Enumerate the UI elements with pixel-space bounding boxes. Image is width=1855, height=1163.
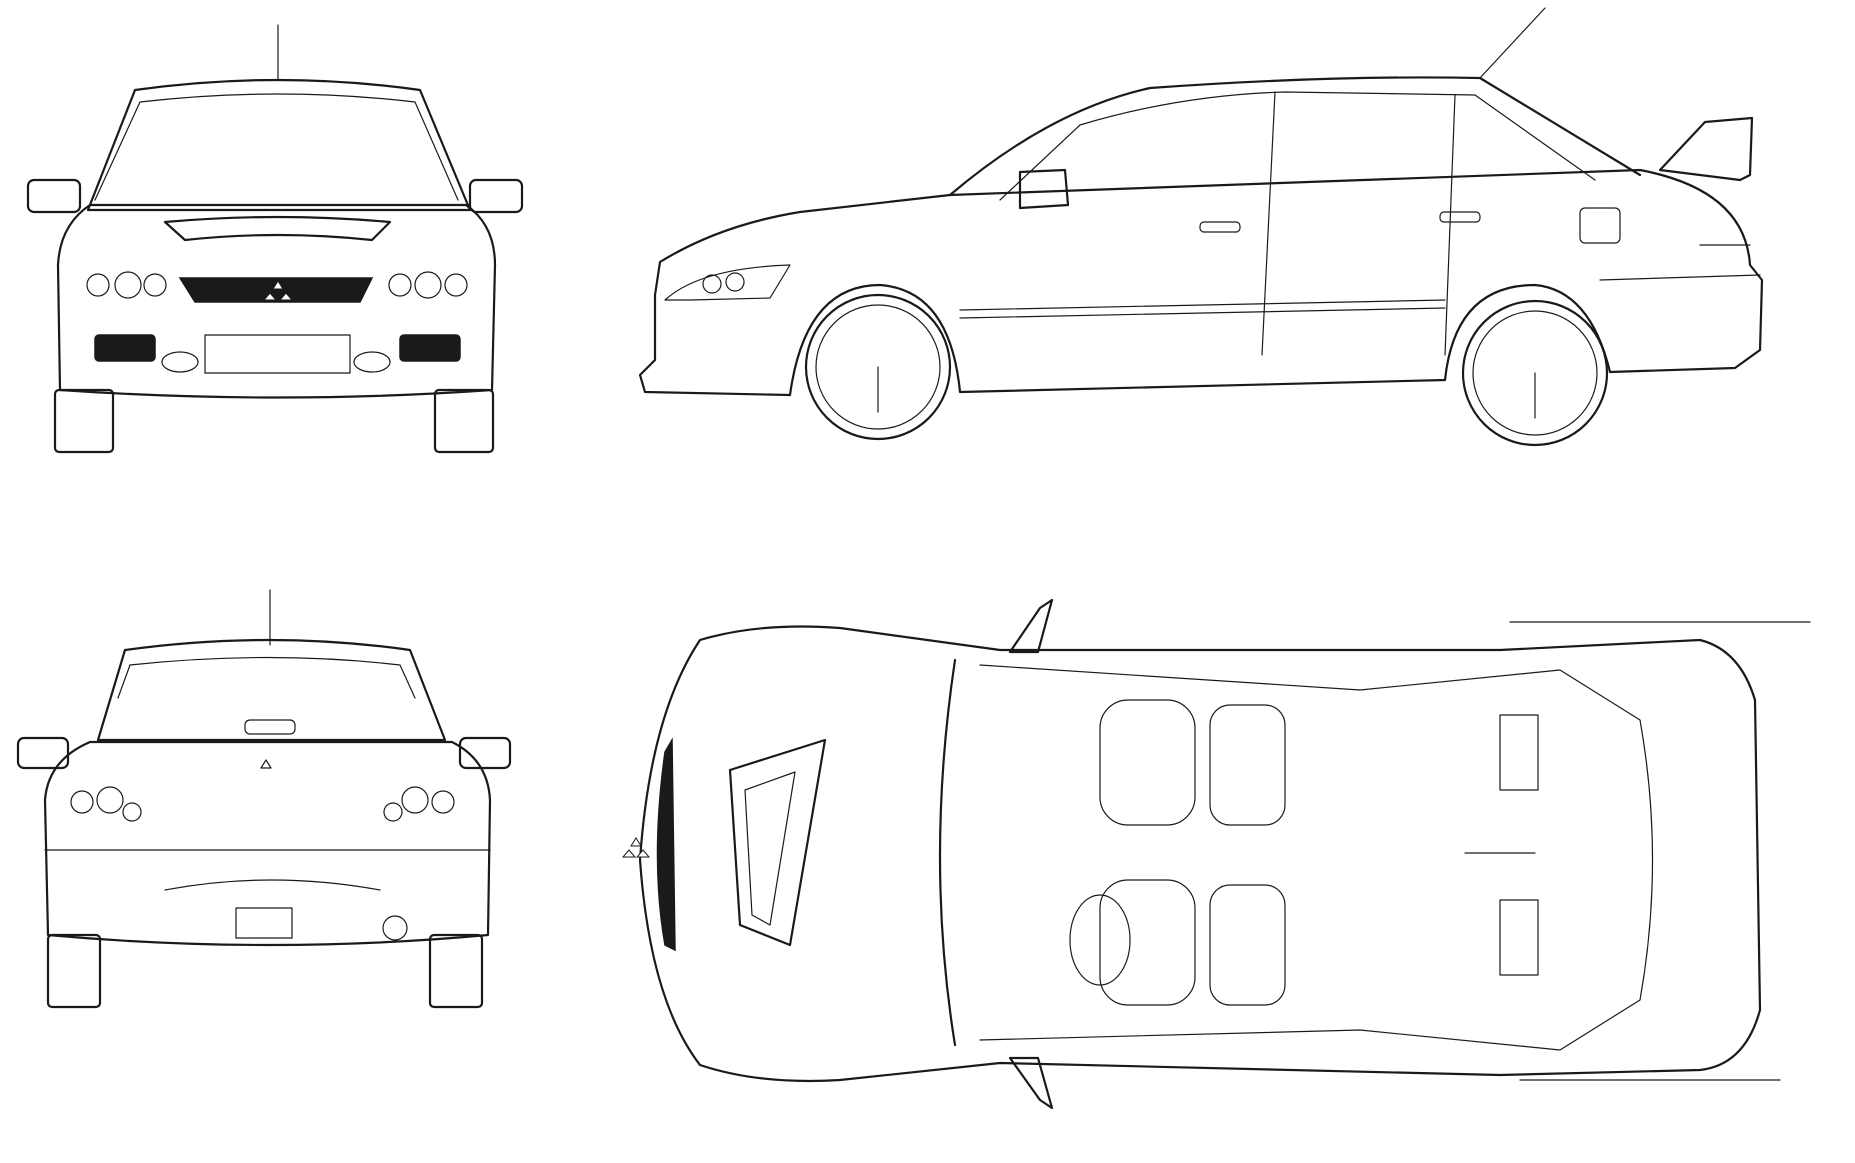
rear-view	[16, 589, 512, 1009]
side-view	[638, 7, 1764, 447]
top-view	[621, 598, 1811, 1110]
front-view	[26, 24, 524, 454]
